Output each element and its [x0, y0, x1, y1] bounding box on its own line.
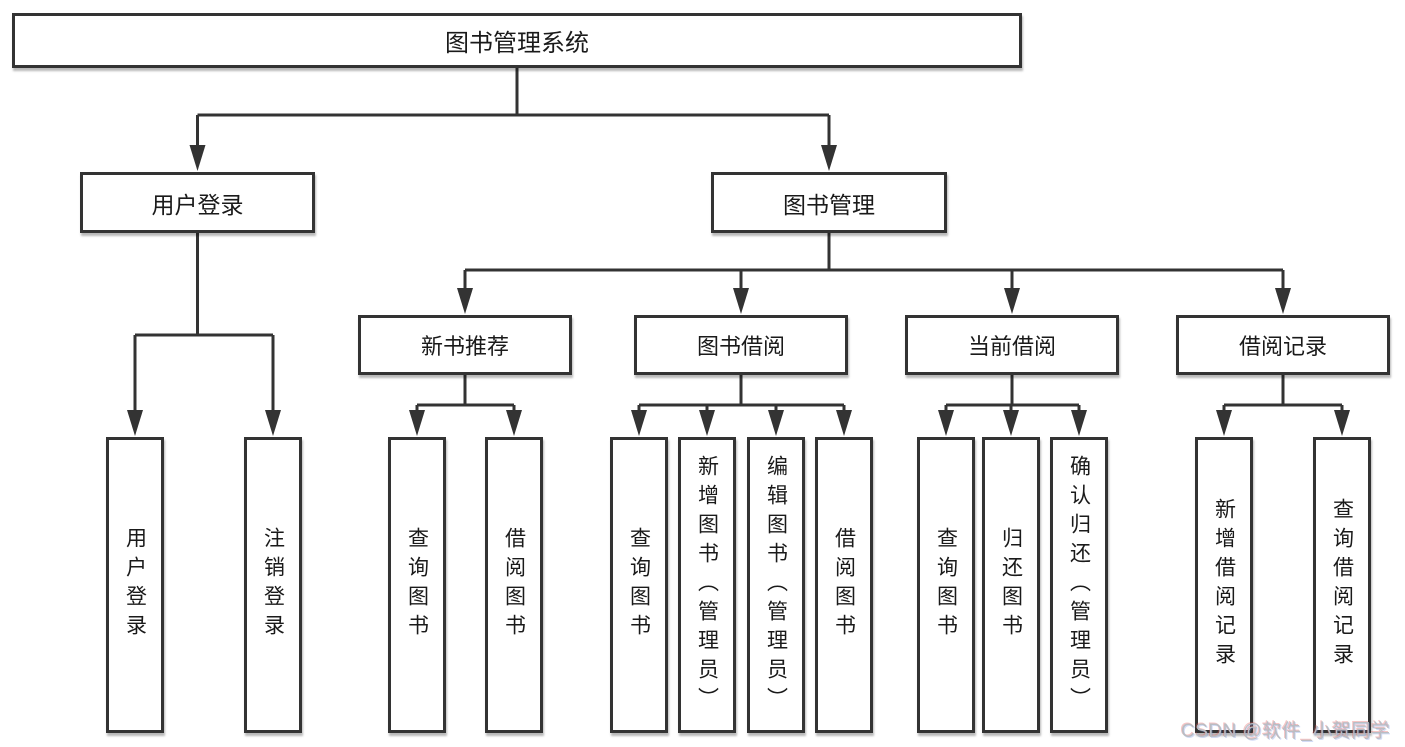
node-label: 查询图书	[405, 527, 429, 643]
node-label: 图书管理系统	[445, 30, 589, 57]
leaf-add-books-admin: 新增图书（管理员）	[678, 437, 736, 733]
leaf-query-borrow-record: 查询借阅记录	[1313, 437, 1371, 733]
node-current-borrow: 当前借阅	[905, 315, 1119, 375]
node-label: 新增借阅记录	[1212, 498, 1236, 672]
leaf-edit-books-admin: 编辑图书（管理员）	[747, 437, 805, 733]
leaf-query-books-recommend: 查询图书	[388, 437, 446, 733]
connector-root-to-level2	[189, 68, 837, 171]
leaf-borrow-books: 借阅图书	[815, 437, 873, 733]
connector-user-login-to-leaves	[127, 233, 281, 436]
leaf-user-login: 用户登录	[106, 437, 164, 733]
node-label: 借阅记录	[1238, 334, 1327, 359]
connector-book-borrow-to-leaves	[631, 375, 852, 436]
node-label: 新增图书（管理员）	[695, 454, 719, 716]
node-label: 新书推荐	[420, 334, 509, 359]
connector-new-book-to-leaves	[409, 375, 522, 436]
node-label: 图书借阅	[696, 334, 785, 359]
node-label: 编辑图书（管理员）	[764, 454, 788, 716]
node-label: 用户登录	[151, 191, 244, 218]
csdn-watermark: CSDN @软件_小贺同学	[1181, 721, 1391, 742]
node-book-management: 图书管理	[711, 172, 947, 233]
leaf-return-books: 归还图书	[982, 437, 1040, 733]
node-label: 借阅图书	[502, 527, 526, 643]
node-borrow-records: 借阅记录	[1176, 315, 1390, 375]
node-label: 借阅图书	[832, 527, 856, 643]
node-label: 查询图书	[627, 527, 651, 643]
leaf-query-books-current: 查询图书	[917, 437, 975, 733]
connector-current-borrow-to-leaves	[938, 375, 1087, 436]
connector-book-management-to-level3	[457, 233, 1291, 314]
node-user-login: 用户登录	[80, 172, 315, 233]
leaf-query-books-borrow: 查询图书	[610, 437, 668, 733]
node-label: 注销登录	[261, 527, 285, 643]
connector-borrow-records-to-leaves	[1216, 375, 1350, 436]
node-label: 查询借阅记录	[1330, 498, 1354, 672]
node-book-borrow: 图书借阅	[634, 315, 848, 375]
node-label: 图书管理	[783, 191, 875, 218]
node-label: 确认归还（管理员）	[1067, 454, 1091, 716]
node-new-book-recommend: 新书推荐	[358, 315, 572, 375]
leaf-add-borrow-record: 新增借阅记录	[1195, 437, 1253, 733]
node-label: 查询图书	[934, 527, 958, 643]
node-library-management-system: 图书管理系统	[12, 13, 1022, 68]
leaf-logout: 注销登录	[244, 437, 302, 733]
leaf-confirm-return-admin: 确认归还（管理员）	[1050, 437, 1108, 733]
leaf-borrow-books-recommend: 借阅图书	[485, 437, 543, 733]
node-label: 用户登录	[123, 527, 147, 643]
node-label: 归还图书	[999, 527, 1023, 643]
node-label: 当前借阅	[967, 334, 1056, 359]
